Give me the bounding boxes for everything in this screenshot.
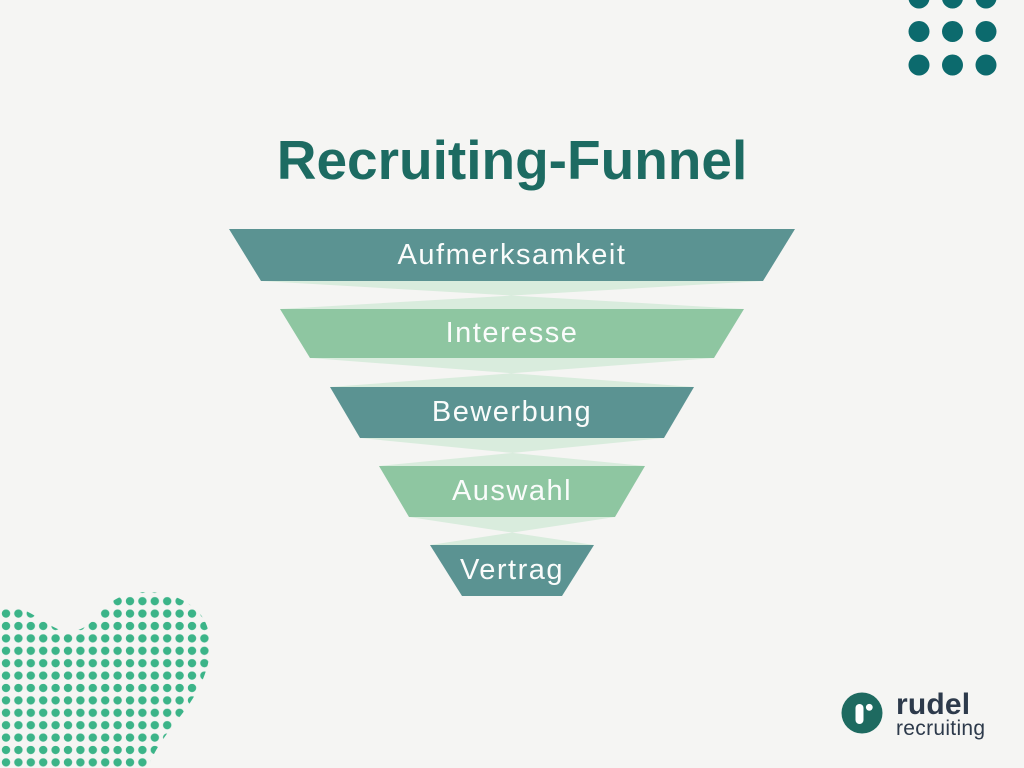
logo-r-stem <box>855 704 864 724</box>
connector-ribbon-3 <box>360 438 664 466</box>
logo-brand-name: rudel <box>896 688 971 721</box>
stage-label-aufmerksamkeit: Aufmerksamkeit <box>397 239 627 271</box>
dot-icon <box>908 21 930 42</box>
stage-label-auswahl: Auswahl <box>451 475 573 507</box>
funnel-stage-vertrag <box>430 545 594 596</box>
dot-icon <box>942 0 963 9</box>
logo-brand-subtitle: recruiting <box>896 717 986 740</box>
brand-logo: rudel recruiting <box>841 688 986 740</box>
dot-icon <box>942 54 963 76</box>
dot-icon <box>908 54 930 76</box>
stage-label-interesse: Interesse <box>445 317 579 349</box>
dot-icon <box>975 0 997 9</box>
top-right-dots <box>908 0 997 76</box>
dot-icon <box>908 0 930 9</box>
connector-ribbon-1 <box>261 281 763 309</box>
funnel-stage-aufmerksamkeit <box>229 229 795 281</box>
funnel-stage-interesse <box>280 309 744 358</box>
dot-icon <box>942 21 963 42</box>
dot-icon <box>975 54 997 76</box>
page-title: Recruiting-Funnel <box>276 128 748 191</box>
funnel-stage-auswahl <box>379 466 645 517</box>
funnel-connectors <box>261 281 763 545</box>
stage-label-bewerbung: Bewerbung <box>431 396 593 428</box>
logo-text: rudel recruiting <box>896 688 986 740</box>
connector-ribbon-2 <box>310 358 714 387</box>
logo-r-dot <box>865 703 873 711</box>
stage-label-vertrag: Vertrag <box>460 554 564 586</box>
connector-ribbon-4 <box>409 517 615 545</box>
logo-mark-icon <box>841 692 883 734</box>
funnel-stage-bewerbung <box>330 387 694 438</box>
dotted-blob-shape <box>0 592 211 768</box>
dot-icon <box>975 21 997 42</box>
